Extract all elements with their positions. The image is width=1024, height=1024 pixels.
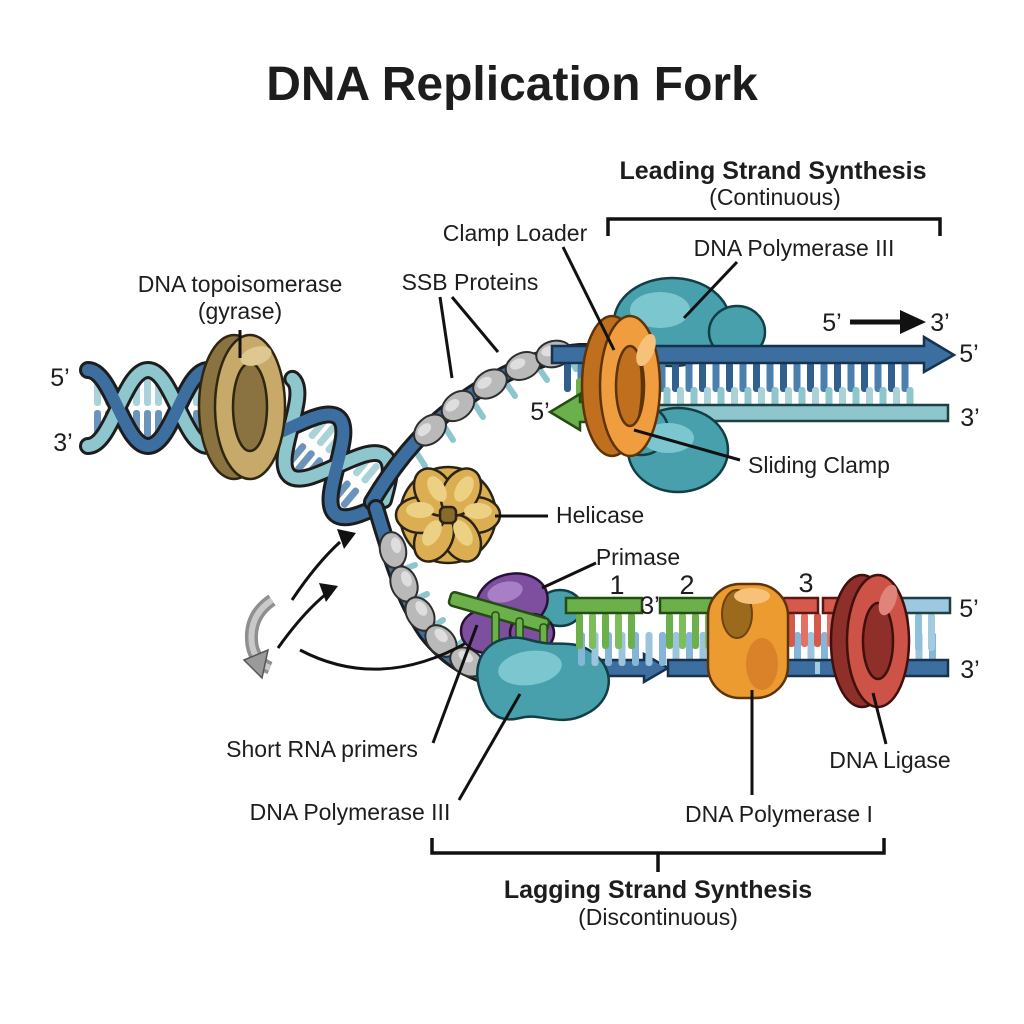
dna-polymerase-3-lagging-label: DNA Polymerase III (250, 799, 451, 825)
dna-polymerase-3-leading-label: DNA Polymerase III (694, 235, 895, 261)
dna-polymerase-3-lagging-blob (476, 636, 610, 722)
clamp-loader-label: Clamp Loader (443, 220, 588, 246)
leading-right-3-prime: 3’ (960, 404, 979, 432)
dna-polymerase-1-ring (706, 582, 790, 700)
fragment-number-2: 2 (679, 570, 694, 600)
short-rna-primers-label: Short RNA primers (226, 736, 418, 762)
direction-annotation: 5’ 3’ (822, 309, 949, 337)
fork-rotation-arrows (242, 529, 469, 680)
leading-strand-subtitle: (Continuous) (709, 184, 841, 210)
fragment-number-3: 3 (798, 568, 813, 598)
sliding-clamp-label: Sliding Clamp (748, 452, 890, 478)
lagging-right-5-prime: 5’ (959, 595, 978, 623)
lagging-right-3-prime: 3’ (960, 656, 979, 684)
leading-strand-complex (547, 276, 957, 494)
direction-arrowhead (900, 310, 926, 334)
lagging-strand-complex (447, 572, 952, 722)
leading-primer-5-prime: 5’ (530, 398, 549, 426)
ssb-label: SSB Proteins (402, 269, 539, 295)
lagging-strand-subtitle: (Discontinuous) (578, 904, 738, 930)
leading-bracket (606, 217, 942, 236)
leading-right-5-prime: 5’ (959, 340, 978, 368)
swivel-arrow (242, 594, 276, 680)
direction-3-prime: 3’ (930, 309, 949, 337)
sliding-clamp-ring (580, 314, 662, 458)
page-title: DNA Replication Fork (266, 58, 758, 111)
helix-5-prime: 5’ (50, 364, 69, 392)
helicase-label: Helicase (556, 502, 644, 528)
dna-polymerase-1-label: DNA Polymerase I (685, 801, 873, 827)
primase-label: Primase (596, 544, 680, 570)
dna-ligase-ring (829, 573, 911, 709)
lagging-bracket (430, 838, 886, 872)
helix-3-prime: 3’ (53, 429, 72, 457)
topoisomerase-ring (197, 333, 287, 481)
ssb-proteins (378, 339, 573, 691)
dna-ligase-label: DNA Ligase (829, 747, 950, 773)
text-labels: Leading Strand Synthesis (Continuous) DN… (50, 157, 979, 930)
nascent-rna-primer (447, 590, 551, 651)
okazaki-fragment-1 (564, 596, 644, 615)
fragment-number-1: 1 (609, 570, 624, 600)
leader-lines (238, 246, 888, 801)
fragment-1-3-prime: 3’ (640, 592, 659, 620)
leading-strand-title: Leading Strand Synthesis (619, 157, 926, 185)
lagging-strand-title: Lagging Strand Synthesis (504, 876, 812, 904)
direction-5-prime: 5’ (822, 309, 841, 337)
topoisomerase-label: DNA topoisomerase (138, 271, 343, 297)
helicase-blob (394, 465, 502, 565)
topoisomerase-sub-label: (gyrase) (198, 298, 282, 324)
